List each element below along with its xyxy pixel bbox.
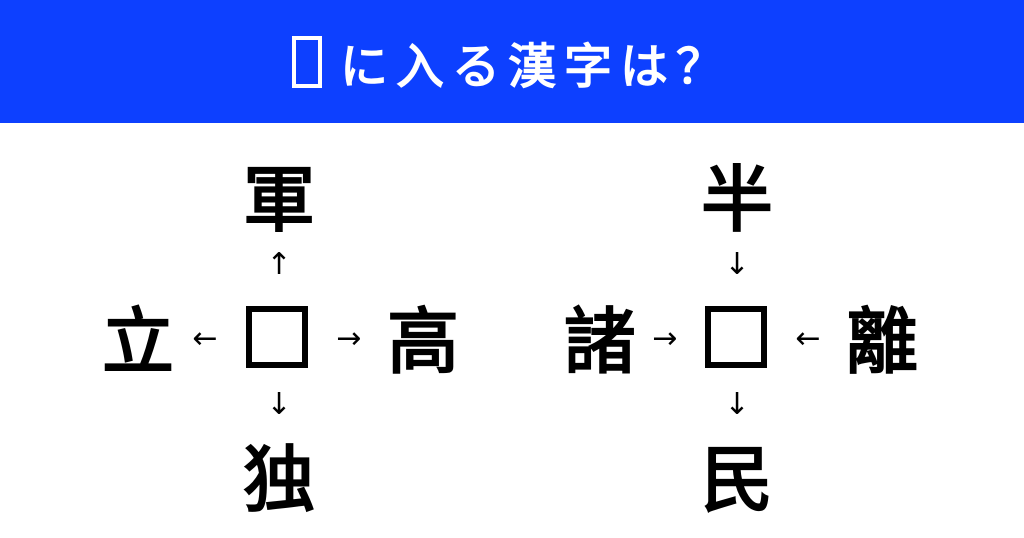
header-banner: に入る漢字は？ bbox=[0, 0, 1024, 123]
page-title: に入る漢字は？ bbox=[291, 27, 732, 97]
puzzle-2-bottom-kanji: 民 bbox=[700, 438, 773, 522]
puzzle-1-left-kanji: 立 bbox=[101, 300, 174, 384]
puzzle-1-right-kanji: 高 bbox=[386, 300, 459, 384]
arrow-right-icon: → bbox=[336, 321, 362, 356]
arrow-up-icon: ↑ bbox=[266, 247, 292, 282]
puzzle-2-right-kanji: 離 bbox=[845, 300, 918, 384]
puzzle-2-left-kanji: 諸 bbox=[563, 300, 636, 384]
arrow-right-icon: → bbox=[652, 321, 678, 356]
puzzle-2-blank-square bbox=[705, 306, 767, 368]
arrow-down-icon: ↓ bbox=[724, 247, 750, 282]
arrow-down-icon: ↓ bbox=[266, 387, 292, 422]
puzzle-1-blank-square bbox=[246, 306, 308, 368]
puzzle-1-bottom-kanji: 独 bbox=[242, 438, 315, 522]
title-text: に入る漢字は？ bbox=[339, 38, 732, 95]
puzzle-1-top-kanji: 軍 bbox=[242, 158, 315, 242]
blank-square-icon bbox=[291, 35, 322, 88]
arrow-down-icon: ↓ bbox=[724, 387, 750, 422]
puzzle-2-top-kanji: 半 bbox=[700, 158, 773, 242]
arrow-left-icon: ← bbox=[192, 321, 218, 356]
arrow-left-icon: ← bbox=[795, 321, 821, 356]
